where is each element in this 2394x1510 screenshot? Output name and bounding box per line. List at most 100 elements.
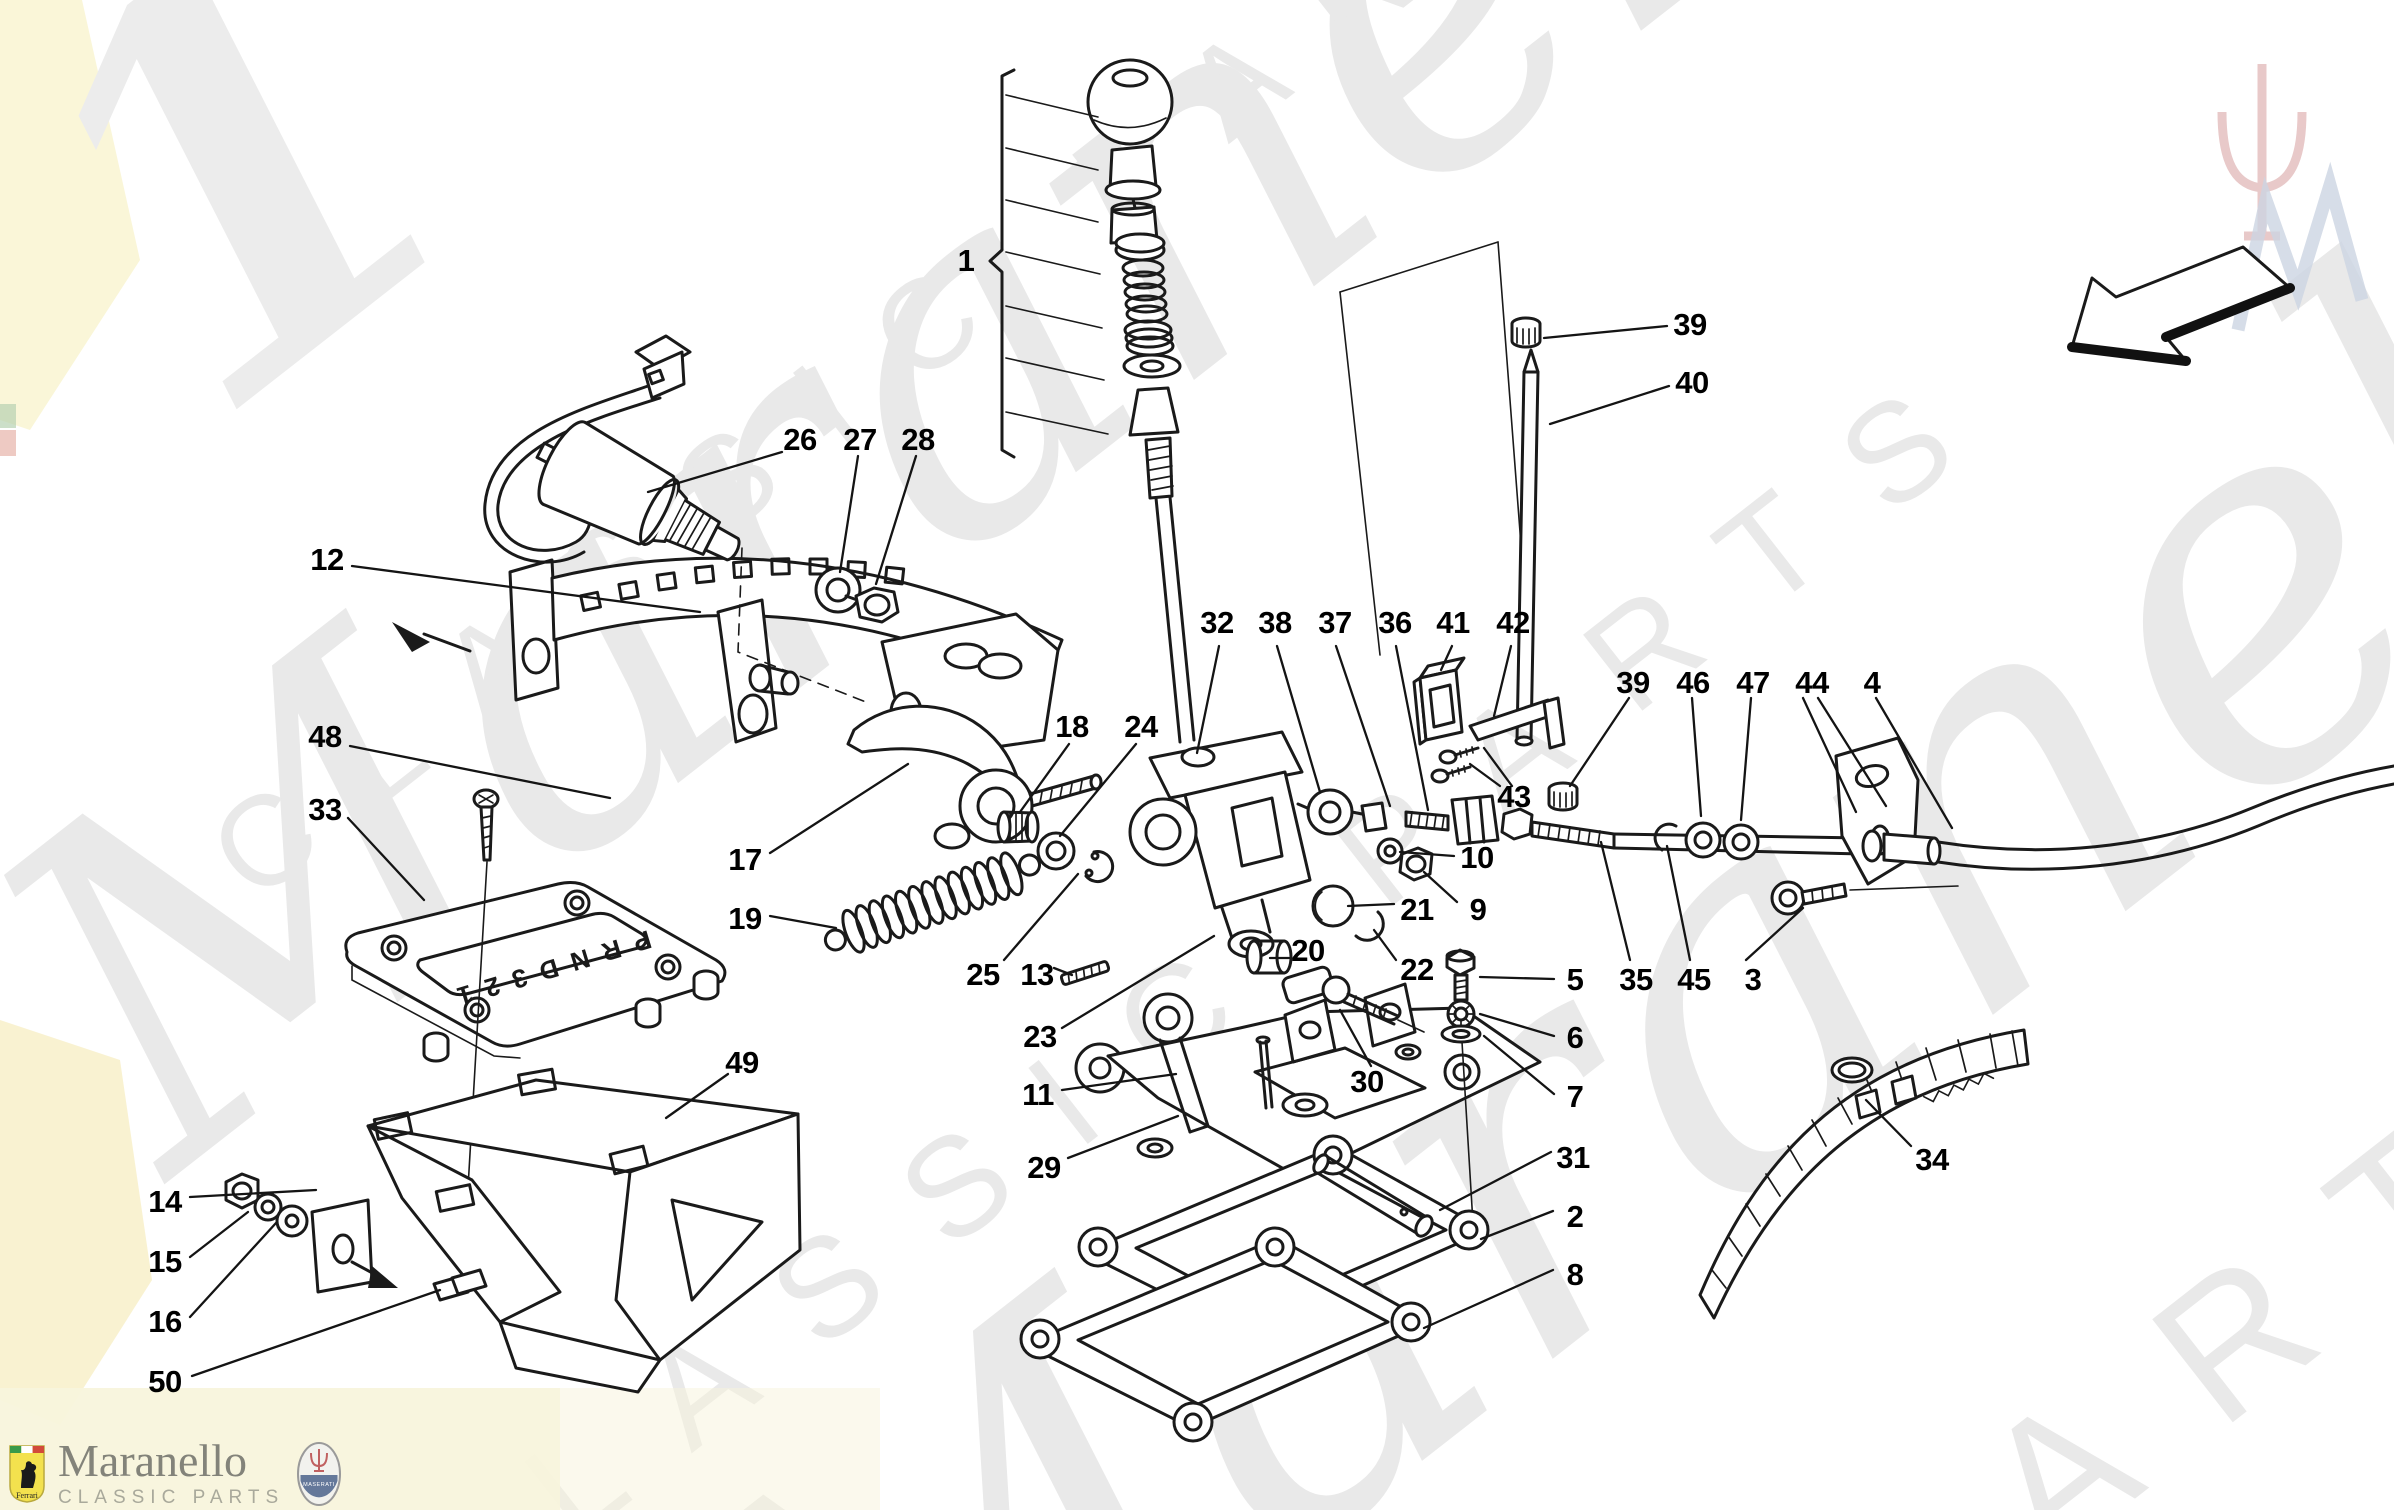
part-label-27: 27 [843,422,877,457]
part-label-7: 7 [1566,1079,1584,1114]
assembly-dash-line [737,547,867,703]
part-label-19: 19 [728,901,762,936]
flag-green-sliver [0,404,16,428]
part-label-45: 45 [1677,962,1711,997]
nut-14 [224,1172,260,1210]
rod-31 [1312,1153,1434,1238]
part-label-47: 47 [1736,665,1770,700]
part-label-5: 5 [1566,962,1584,997]
clip-50 [432,1268,488,1302]
brand-logo: Ferrari Maranello CLASSIC PARTS MASERATI [8,1438,342,1509]
part-label-13: 13 [1020,957,1054,992]
washer-16 [275,1204,309,1238]
part-label-49: 49 [725,1045,759,1080]
maserati-label: MASERATI [303,1482,335,1488]
item1-bracket [988,68,1109,459]
ferrari-shield-logo: Ferrari [9,1444,45,1503]
return-spring [823,851,1041,954]
part-label-16: 16 [148,1304,182,1339]
part-label-24: 24 [1124,709,1158,744]
part-label-43: 43 [1497,779,1531,814]
bolt5-stack [1440,948,1482,1241]
shift-knob-stack [1086,58,1196,744]
flag-red-sliver [0,430,16,456]
solenoid-washer-nut [814,566,900,624]
part-label-50: 50 [148,1364,182,1399]
part-label-15: 15 [148,1244,182,1279]
linkage-chain [1296,736,2394,916]
part-label-10: 10 [1460,840,1494,875]
part-label-12: 12 [310,542,344,577]
rod-40-tip [1522,348,1540,374]
part-label-44: 44 [1795,665,1829,700]
brand-text: Maranello CLASSIC PARTS [58,1438,284,1509]
gasket-group [1019,1134,1490,1443]
part-label-41: 41 [1436,605,1470,640]
part-label-4: 4 [1863,665,1881,700]
part-label-40: 40 [1675,365,1709,400]
block-41 [1412,656,1466,746]
ferrari-label: Ferrari [16,1491,39,1500]
bolt-30 [1281,965,1425,1033]
bracket-42 [1468,696,1566,750]
ferrari-shield-watermark-bottom [0,1020,152,1425]
arrow-small-right [350,1260,398,1288]
part-label-48: 48 [308,719,342,754]
part-label-14: 14 [148,1184,182,1219]
part-label-32: 32 [1200,605,1234,640]
brand-subtitle: CLASSIC PARTS [58,1487,285,1508]
part-label-37: 37 [1318,605,1352,640]
part-label-20: 20 [1291,933,1325,968]
part-label-25: 25 [966,957,1000,992]
support-bracket-49 [224,1067,802,1394]
part-label-28: 28 [901,422,935,457]
part-label-34: 34 [1915,1142,1949,1177]
solenoid-assembly [483,334,741,564]
part-label-1: 1 [957,243,975,278]
part-label-39-b: 39 [1616,665,1650,700]
base-plate-assembly [1074,965,1542,1180]
part-label-11: 11 [1022,1077,1054,1112]
part-label-31: 31 [1556,1140,1590,1175]
rod-and-bracket-group [1412,316,1566,784]
lever-housing [1128,730,1385,975]
bushing-washer-circlip [996,810,1115,986]
part-label-30: 30 [1350,1064,1384,1099]
logo-backdrop [0,1388,560,1510]
part-label-2: 2 [1566,1199,1584,1234]
logo-backdrop-fade [560,1388,880,1510]
maserati-badge: MASERATI [297,1441,342,1506]
part-label-42: 42 [1496,605,1530,640]
part-label-35: 35 [1619,962,1653,997]
part-label-39: 39 [1673,307,1707,342]
screws-43 [1430,746,1480,784]
bracket-slot-tabs [372,1067,650,1213]
part-label-36: 36 [1378,605,1412,640]
direction-arrow [2067,245,2295,366]
maserati-m-watermark [2231,161,2369,332]
solenoid-body [535,420,741,562]
control-cable [1936,764,2394,852]
washer-46 [1684,821,1722,859]
part-label-6: 6 [1566,1020,1584,1055]
part-label-21: 21 [1400,892,1434,927]
leader-lines [188,324,1954,1378]
indicator-plate: PRND321 [344,788,727,1189]
solenoid-connector [634,334,692,400]
part-label-18: 18 [1055,709,1089,744]
part-label-3: 3 [1744,962,1762,997]
knurled-cap-top [1510,316,1542,349]
ribbed-band-34 [1698,1028,2030,1320]
part-label-23: 23 [1023,1019,1057,1054]
selector-gate-bracket [392,547,1064,744]
part-label-22: 22 [1400,952,1434,987]
part-label-38: 38 [1258,605,1292,640]
gate-squares [579,557,906,612]
prancing-horse-icon [21,1460,37,1488]
part-label-17: 17 [728,842,762,877]
part-label-9: 9 [1469,892,1487,927]
knurled-cap-lower [1547,781,1579,812]
phantom-panel-outline [1339,241,1522,656]
